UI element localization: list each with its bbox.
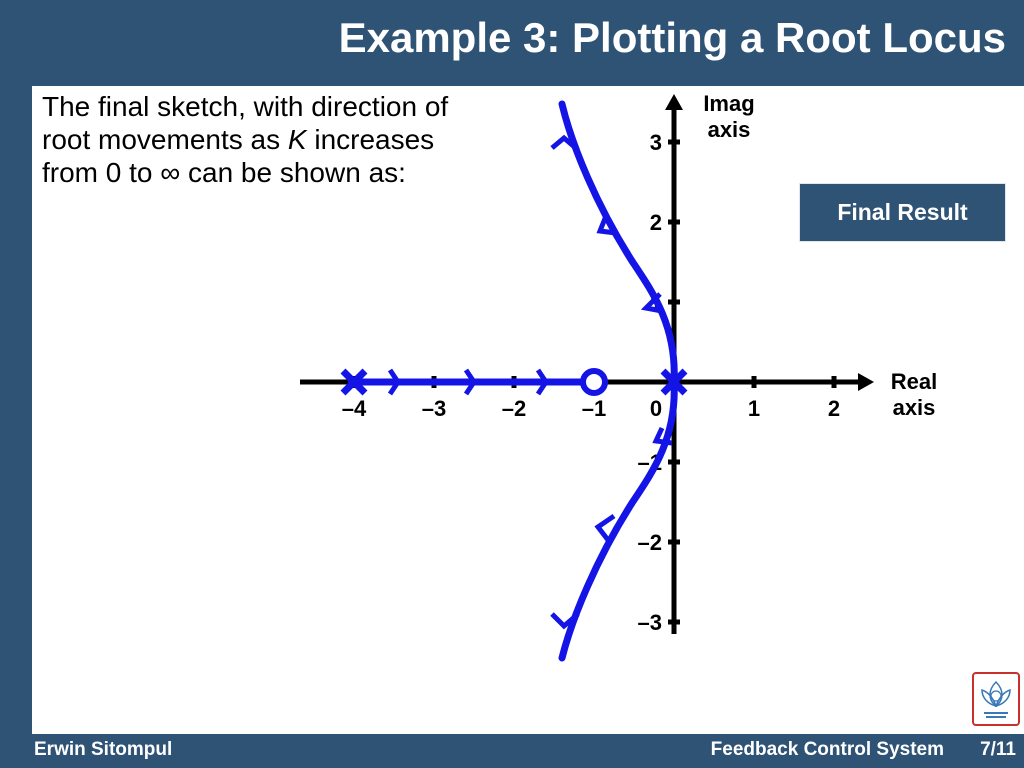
direction-arrow-upper-2 [596, 215, 617, 236]
body-text-k-symbol: K [287, 124, 307, 155]
direction-arrow-lower-1 [652, 426, 673, 446]
zero-marker [580, 368, 608, 396]
imag-tick-label: 2 [650, 210, 662, 235]
slide-title: Example 3: Plotting a Root Locus [338, 14, 1006, 61]
university-logo [972, 672, 1020, 726]
final-result-button[interactable]: Final Result [799, 183, 1006, 242]
real-axis-label-line1: Real [891, 369, 937, 394]
body-text-line3: from 0 to ∞ can be shown as: [42, 157, 406, 188]
direction-arrow-upper-1 [640, 292, 663, 314]
footer-bar: Erwin Sitompul Feedback Control System 7… [0, 734, 1024, 768]
content-area: The final sketch, with direction of root… [32, 86, 1024, 734]
direction-arrow-real-3 [535, 368, 550, 396]
imag-axis-label-line2: axis [708, 117, 751, 142]
body-text-line2-post: increases [306, 124, 435, 155]
body-text: The final sketch, with direction of root… [42, 90, 542, 189]
imag-axis-arrowhead [665, 94, 683, 110]
direction-arrow-lower-2 [594, 513, 616, 542]
real-tick-label: –4 [342, 396, 367, 421]
real-axis-label-line2: axis [893, 395, 936, 420]
direction-arrow-real-2 [463, 368, 478, 396]
pole-marker [340, 368, 368, 396]
pole-marker [660, 368, 688, 396]
footer-author: Erwin Sitompul [34, 739, 173, 760]
footer-page-number: 7/11 [980, 739, 1016, 760]
real-tick-label: 2 [828, 396, 840, 421]
title-bar: Example 3: Plotting a Root Locus [0, 0, 1024, 86]
body-text-line2-pre: root movements as [42, 124, 288, 155]
real-tick-label: –2 [502, 396, 526, 421]
direction-arrow-lower-3 [550, 612, 580, 630]
real-tick-label: –1 [582, 396, 606, 421]
imag-axis-label-line1: Imag [703, 91, 754, 116]
imag-tick-label: –2 [638, 530, 662, 555]
body-text-line2: root movements as K increases [42, 123, 542, 156]
real-axis-arrowhead [858, 373, 874, 391]
imag-tick-label: 3 [650, 130, 662, 155]
real-tick-label: –3 [422, 396, 446, 421]
real-tick-label: 1 [748, 396, 760, 421]
direction-arrow-real-1 [387, 368, 402, 396]
imag-tick-label: –3 [638, 610, 662, 635]
footer-course: Feedback Control System [710, 739, 944, 760]
lotus-logo-icon [981, 680, 1011, 718]
real-tick-label: 0 [650, 396, 662, 421]
direction-arrow-upper-3 [550, 134, 580, 152]
body-text-line1: The final sketch, with direction of [42, 91, 449, 122]
